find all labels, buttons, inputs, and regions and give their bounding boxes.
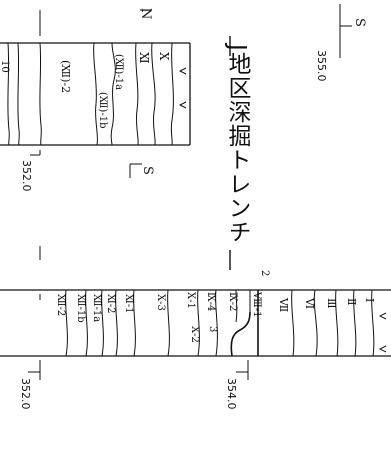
lower-elevation-marker-left: 352.0 bbox=[19, 360, 41, 410]
elevation-right-lower: 352.0 bbox=[19, 378, 32, 410]
layer-label-x-upper: Ⅹ bbox=[157, 52, 171, 61]
direction-south-top: S bbox=[352, 18, 367, 27]
layer-label-xi-upper: Ⅺ bbox=[137, 52, 151, 64]
layer-label-xii-1b-upper: (Ⅻ)-1b bbox=[97, 92, 108, 128]
layer-label-ix-2: Ⅸ-2 bbox=[227, 292, 238, 311]
lower-trench-section: Ⅰ Ⅱ Ⅲ Ⅵ Ⅶ Ⅷ-1 2 Ⅸ-2 Ⅸ-4 3 Ⅹ-1 Ⅹ-2 Ⅹ-3 Ⅺ-… bbox=[0, 246, 391, 357]
layer-label-3: 3 bbox=[207, 326, 218, 332]
layer-label-xi-2: Ⅺ-2 bbox=[105, 294, 116, 313]
direction-north: N bbox=[138, 8, 153, 19]
layer-label-iii: Ⅲ bbox=[325, 298, 338, 309]
direction-south-mid: S bbox=[140, 166, 155, 175]
layer-label-xii-1b: Ⅻ-1b bbox=[75, 294, 86, 323]
elevation-top-left: 355.0 bbox=[315, 50, 328, 82]
upper-elevation-marker: 352.0 bbox=[20, 10, 41, 192]
elevation-right-upper: 354.0 bbox=[225, 378, 238, 410]
layer-label-vii: Ⅶ bbox=[277, 297, 290, 312]
elevation-mid-left: 352.0 bbox=[20, 160, 33, 192]
layer-label-xii-2-upper: (Ⅻ)-2 bbox=[59, 60, 72, 93]
layer-label-x-1: Ⅹ-1 bbox=[185, 292, 196, 309]
upper-trench-section: Ⅹ Ⅺ (Ⅻ)-1a (Ⅻ)-1b (Ⅻ)-2 10 bbox=[0, 42, 191, 146]
layer-label-x-2: Ⅹ-2 bbox=[189, 326, 200, 343]
figure-title: J地区深掘トレンチ bbox=[224, 44, 250, 244]
layer-label-vi: Ⅵ bbox=[303, 297, 316, 309]
layer-label-ix-4: Ⅸ-4 bbox=[205, 292, 216, 311]
layer-label-2: 2 bbox=[259, 270, 270, 276]
south-marker-mid: S bbox=[129, 163, 155, 178]
layer-label-viii-1: Ⅷ-1 bbox=[251, 291, 262, 318]
layer-label-xii-2: Ⅻ-2 bbox=[55, 294, 66, 316]
layer-label-ii: Ⅱ bbox=[345, 298, 358, 305]
layer-label-10-upper: 10 bbox=[0, 60, 10, 73]
top-elevation-marker: 355.0 S bbox=[315, 4, 367, 82]
layer-label-xii-1a: Ⅻ-1a bbox=[91, 294, 102, 322]
lower-elevation-marker-right: 354.0 bbox=[225, 360, 249, 410]
layer-label-xii-1a-upper: (Ⅻ)-1a bbox=[113, 54, 124, 90]
layer-label-i: Ⅰ bbox=[363, 298, 376, 302]
layer-label-x-3: Ⅹ-3 bbox=[155, 294, 166, 311]
layer-label-xi-1: Ⅺ-1 bbox=[123, 294, 134, 313]
north-marker: N bbox=[138, 8, 153, 19]
